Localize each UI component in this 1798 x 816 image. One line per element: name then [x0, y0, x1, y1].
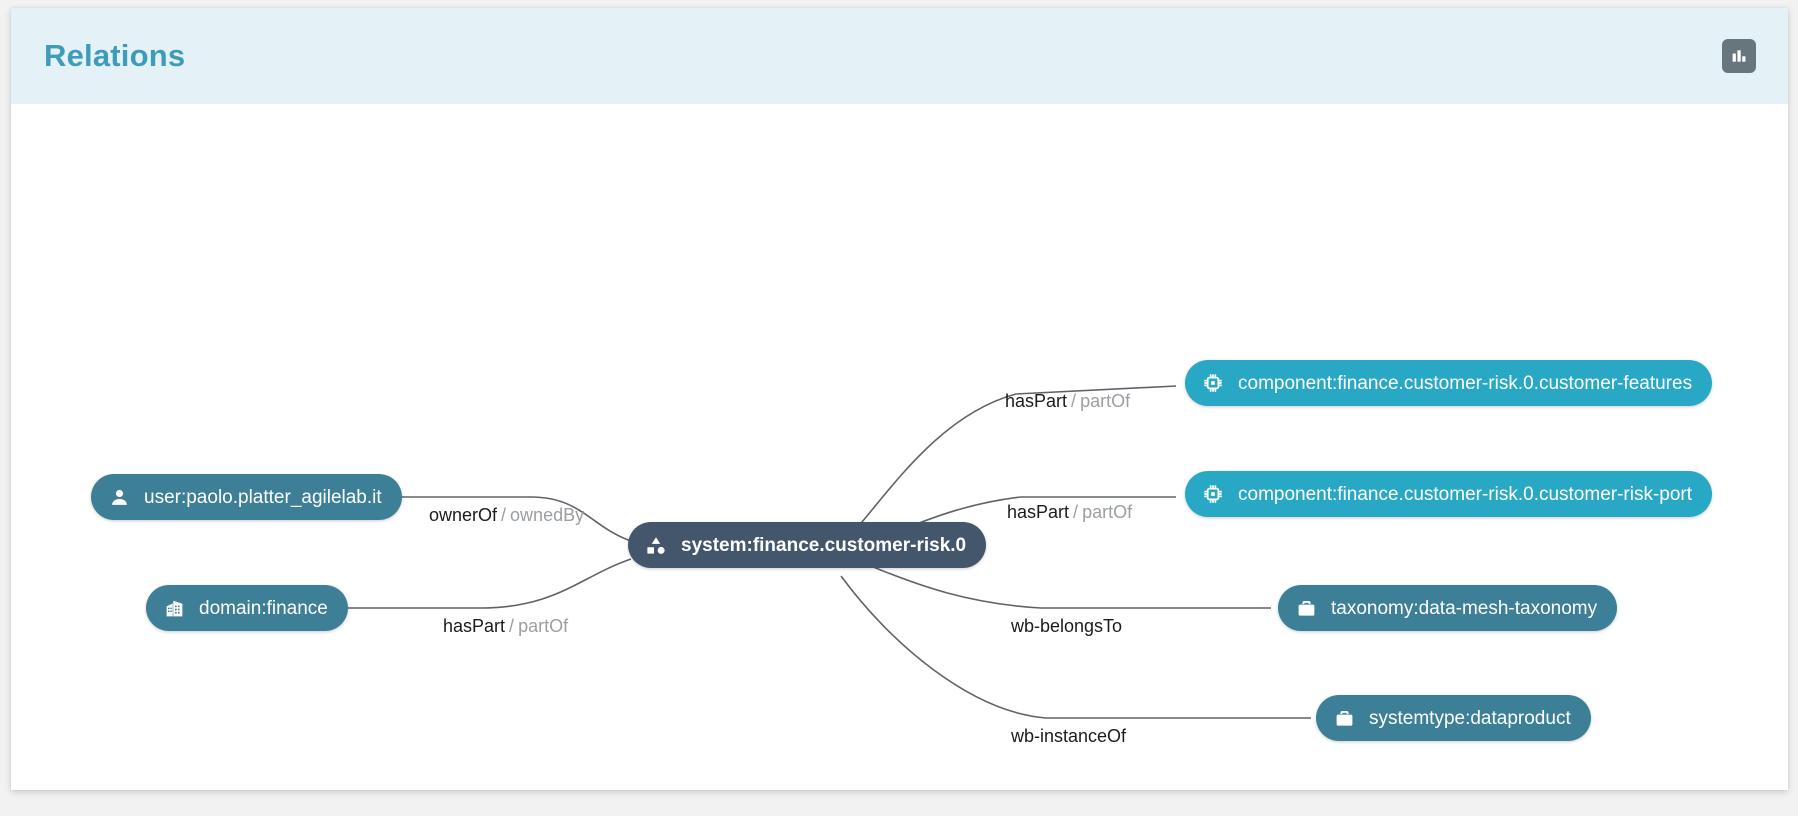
edge-label-user: ownerOf/ownedBy	[429, 506, 584, 524]
edge-label-forward: hasPart	[443, 616, 506, 636]
chart-icon-button[interactable]	[1722, 39, 1756, 73]
edge-label-forward: wb-instanceOf	[1011, 726, 1127, 746]
edge-label-domain: hasPart/partOf	[443, 617, 568, 635]
graph-node-taxonomy[interactable]: taxonomy:data-mesh-taxonomy	[1278, 585, 1618, 631]
relations-card: Relations	[11, 8, 1788, 790]
edge-path-component-features	[855, 385, 1177, 530]
edge-label-separator: /	[509, 616, 515, 636]
page-title: Relations	[44, 38, 186, 73]
graph-node-user[interactable]: user:paolo.platter_agilelab.it	[91, 474, 402, 520]
edge-label-forward: ownerOf	[429, 505, 498, 525]
edge-path-user	[388, 496, 632, 542]
graph-canvas[interactable]: user:paolo.platter_agilelab.it	[11, 104, 1788, 790]
graph-node-component-port[interactable]: component:finance.customer-risk.0.custom…	[1185, 471, 1713, 517]
card-header: Relations	[11, 8, 1788, 104]
edge-path-systemtype	[840, 575, 1311, 719]
graph-node-domain[interactable]: domain:finance	[146, 585, 348, 631]
briefcase-icon	[1294, 596, 1318, 620]
edge-label-separator: /	[1073, 502, 1079, 522]
chip-icon	[1201, 482, 1225, 506]
graph-node-label: user:paolo.platter_agilelab.it	[144, 486, 382, 508]
graph-node-system[interactable]: system:finance.customer-risk.0	[628, 522, 987, 568]
graph-node-systemtype[interactable]: systemtype:dataproduct	[1316, 695, 1591, 741]
graph-node-label: taxonomy:data-mesh-taxonomy	[1331, 597, 1598, 619]
graph-node-label: systemtype:dataproduct	[1369, 707, 1571, 729]
briefcase-icon	[1332, 706, 1356, 730]
graph-node-label: domain:finance	[199, 597, 328, 619]
edge-label-inverse: partOf	[1080, 391, 1131, 411]
edge-label-separator: /	[501, 505, 507, 525]
edge-label-forward: wb-belongsTo	[1011, 616, 1123, 636]
edge-label-component-port: hasPart/partOf	[1007, 503, 1132, 521]
graph-node-label: component:finance.customer-risk.0.custom…	[1238, 372, 1693, 394]
graph-edges	[331, 385, 1311, 719]
edge-label-inverse: ownedBy	[510, 505, 585, 525]
edge-label-forward: hasPart	[1005, 391, 1068, 411]
edge-label-taxonomy: wb-belongsTo	[1011, 617, 1122, 635]
chip-icon	[1201, 371, 1225, 395]
header-actions	[1722, 39, 1756, 73]
graph-node-component-features[interactable]: component:finance.customer-risk.0.custom…	[1185, 360, 1713, 406]
graph-node-label: component:finance.customer-risk.0.custom…	[1238, 483, 1693, 505]
edge-label-inverse: partOf	[518, 616, 569, 636]
graph-node-label: system:finance.customer-risk.0	[681, 534, 967, 556]
building-icon	[162, 596, 186, 620]
edge-path-taxonomy	[865, 563, 1271, 609]
edge-label-component-features: hasPart/partOf	[1005, 392, 1130, 410]
edge-label-systemtype: wb-instanceOf	[1011, 727, 1126, 745]
edge-label-inverse: partOf	[1082, 502, 1133, 522]
edge-label-forward: hasPart	[1007, 502, 1070, 522]
shapes-icon	[644, 533, 668, 557]
edge-path-domain	[331, 558, 632, 609]
bar-chart-icon	[1729, 46, 1749, 66]
person-icon	[107, 485, 131, 509]
edge-label-separator: /	[1071, 391, 1077, 411]
